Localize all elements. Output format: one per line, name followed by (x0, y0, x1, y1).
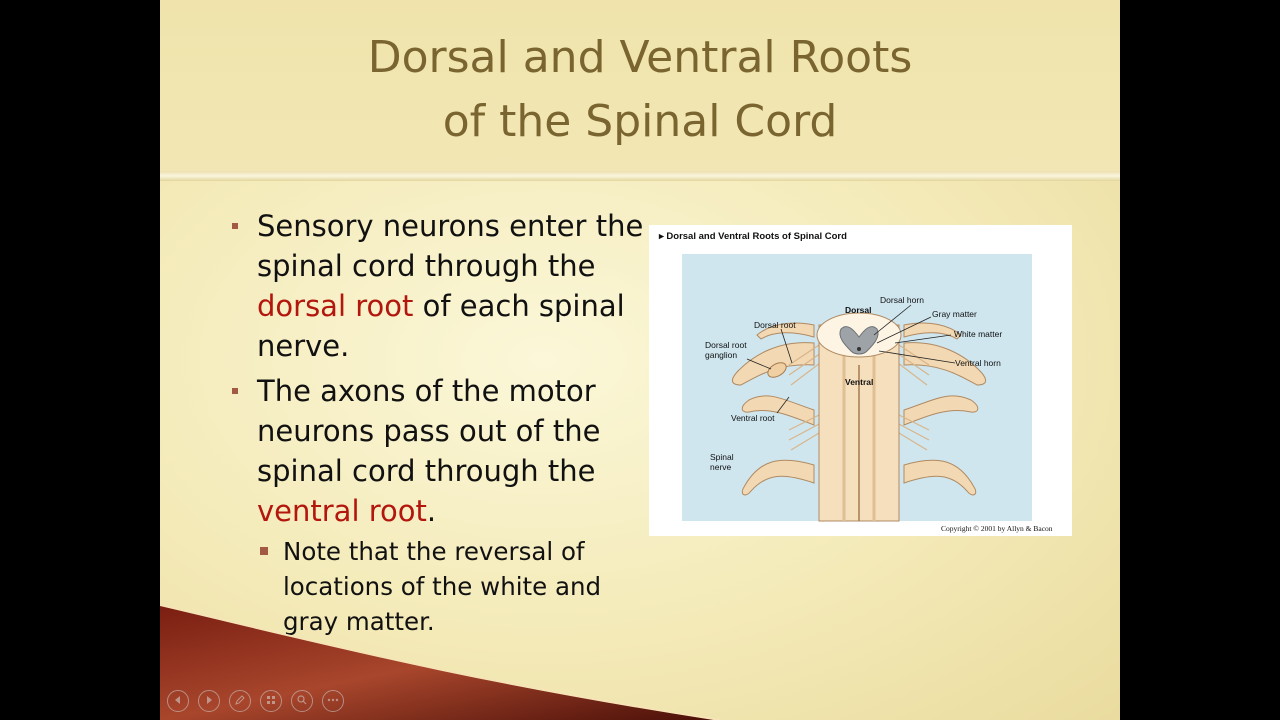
label-ventral: Ventral (845, 377, 873, 387)
label-gray-matter: Gray matter (932, 309, 977, 319)
slides-icon[interactable] (260, 690, 282, 712)
highlight-ventral-root: ventral root (257, 494, 427, 528)
slide-body: Sensory neurons enter the spinal cord th… (230, 206, 650, 639)
cross-section-gray-matter (839, 326, 879, 355)
slide: Dorsal and Ventral Roots of the Spinal C… (160, 0, 1120, 720)
bullet-marker (232, 223, 238, 229)
bullet-ventral-root: The axons of the motor neurons pass out … (230, 371, 650, 531)
highlight-dorsal-root: dorsal root (257, 289, 414, 323)
label-dorsal-root: Dorsal root (754, 320, 796, 330)
bullet-dorsal-root: Sensory neurons enter the spinal cord th… (230, 206, 650, 366)
figure-labels: Dorsal Dorsal horn Gray matter White mat… (705, 295, 1002, 472)
bullet-text-end: of each spinal nerve. (257, 289, 625, 363)
slideshow-toolbar (167, 690, 344, 714)
label-spinal-nerve-line1: Spinal (710, 452, 734, 462)
sub-bullet-note: Note that the reversal of locations of t… (230, 534, 650, 639)
bullet-text: The axons of the motor neurons pass out … (257, 374, 601, 488)
cross-section-white-matter (816, 312, 902, 358)
title-line-1: Dorsal and Ventral Roots (367, 32, 913, 83)
label-drg-line2: ganglion (705, 350, 737, 360)
slide-title: Dorsal and Ventral Roots of the Spinal C… (160, 26, 1120, 154)
label-ventral-root: Ventral root (731, 413, 775, 423)
label-ventral-horn: Ventral horn (955, 358, 1001, 368)
figure-copyright: Copyright © 2001 by Allyn & Bacon (941, 524, 1053, 533)
label-spinal-nerve-line2: nerve (710, 462, 732, 472)
bullet-marker (232, 388, 238, 394)
previous-icon[interactable] (167, 690, 189, 712)
bullet-text: Sensory neurons enter the spinal cord th… (257, 209, 644, 283)
label-drg-line1: Dorsal root (705, 340, 747, 350)
title-divider (160, 171, 1120, 181)
pen-icon[interactable] (229, 690, 251, 712)
zoom-icon[interactable] (291, 690, 313, 712)
central-canal (857, 347, 861, 351)
figure-drawing: ▸ Dorsal and Ventral Roots of Spinal Cor… (658, 231, 1053, 533)
figure-caption: ▸ Dorsal and Ventral Roots of Spinal Cor… (658, 231, 847, 242)
sub-bullet-text: Note that the reversal of locations of t… (283, 537, 602, 636)
title-line-2: of the Spinal Cord (442, 96, 838, 147)
spinal-cord-figure: ▸ Dorsal and Ventral Roots of Spinal Cor… (649, 225, 1072, 536)
cord-shading (842, 355, 876, 521)
label-white-matter: White matter (954, 329, 1002, 339)
label-dorsal: Dorsal (845, 305, 871, 315)
dorsal-root-ganglion (767, 362, 787, 378)
more-icon[interactable] (322, 690, 344, 712)
label-leader-lines (746, 304, 956, 414)
sub-bullet-marker (260, 547, 268, 555)
label-dorsal-horn: Dorsal horn (880, 295, 924, 305)
left-spinal-nerves (732, 322, 815, 496)
right-spinal-nerves (903, 322, 986, 496)
title-band (160, 0, 1120, 172)
bullet-text-end: . (426, 494, 437, 528)
next-icon[interactable] (198, 690, 220, 712)
